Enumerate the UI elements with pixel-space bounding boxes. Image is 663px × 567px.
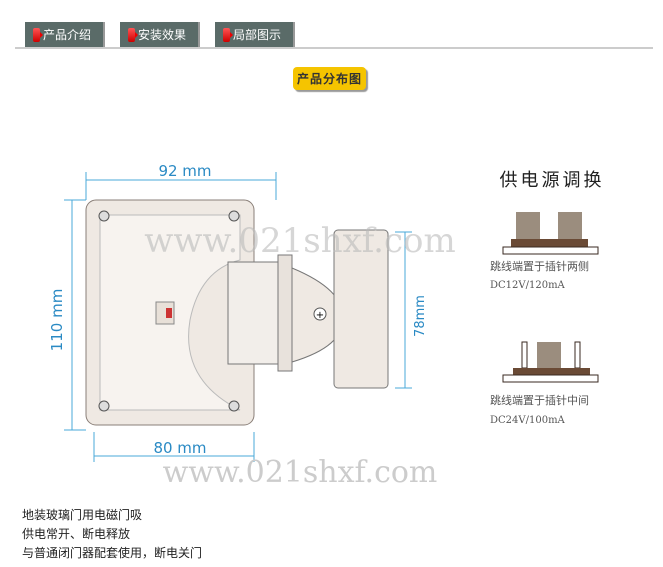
side-height-label: 78mm: [413, 295, 428, 337]
extinguisher-icon: [223, 28, 234, 42]
tab-product-intro[interactable]: 产品介绍: [25, 22, 104, 48]
divider: [15, 47, 653, 49]
option1-label: 跳线端置于插针两侧: [490, 259, 589, 273]
option1-spec: DC12V/120mA: [490, 280, 566, 291]
extinguisher-icon: [33, 28, 43, 42]
description-line: 供电常开、断电释放: [22, 527, 131, 541]
product-description: 地装玻璃门用电磁门吸 供电常开、断电释放 与普通闭门器配套使用，断电关门: [22, 506, 202, 563]
tab-label: 局部图示: [233, 28, 282, 42]
option2-spec: DC24V/100mA: [490, 415, 566, 426]
width-label: 92 mm: [158, 162, 211, 180]
description-line: 与普通闭门器配套使用，断电关门: [22, 546, 203, 560]
watermark-bottom: www.021shxf.com: [163, 455, 438, 490]
extinguisher-icon: [128, 28, 139, 42]
option2-label: 跳线端置于插针中间: [490, 393, 589, 407]
product-distribution-button[interactable]: 产品分布图: [293, 67, 367, 90]
svg-text:+: +: [316, 310, 324, 321]
tab-install-effect[interactable]: 安装效果: [120, 22, 199, 48]
tab-bar: 产品介绍 安装效果 局部图示: [25, 22, 294, 48]
tab-label: 产品介绍: [43, 28, 92, 42]
tab-detail-view[interactable]: 局部图示: [215, 22, 294, 48]
bottom-width-label: 80 mm: [153, 439, 206, 457]
power-title: 供电源调换: [500, 170, 605, 191]
armature-plate: [333, 229, 389, 389]
height-label: 110 mm: [48, 289, 66, 352]
watermark: www.021shxf.com: [144, 221, 455, 261]
description-line: 地装玻璃门用电磁门吸: [22, 508, 143, 522]
tab-label: 安装效果: [138, 28, 187, 42]
magnet-body: [227, 261, 281, 365]
